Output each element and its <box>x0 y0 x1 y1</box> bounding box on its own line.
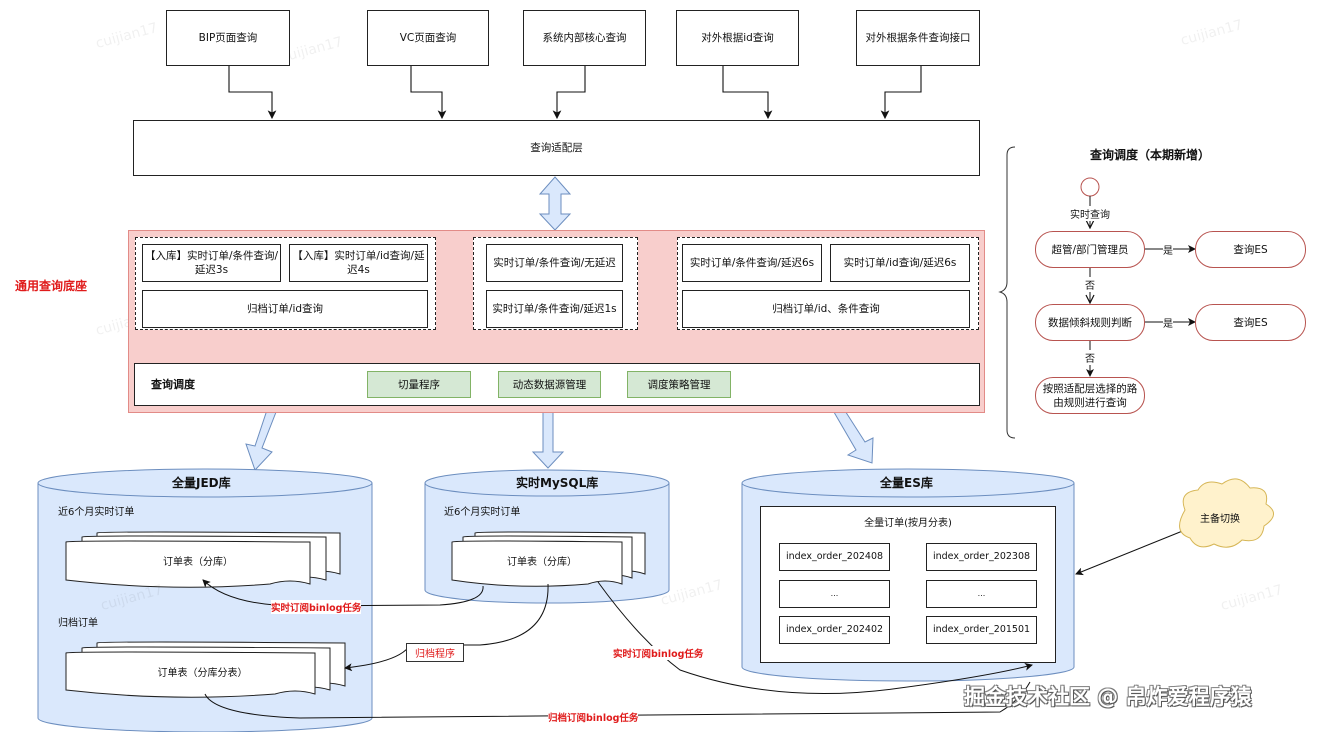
source-vc-query: VC页面查询 <box>367 10 489 66</box>
source-bip-query: BIP页面查询 <box>166 10 290 66</box>
node-realtime-delay-1s: 实时订单/条件查询/延迟1s <box>486 290 623 328</box>
block-arrow-mysql <box>531 406 565 469</box>
module-label: 切量程序 <box>398 378 440 391</box>
flow-title: 查询调度（本期新增） <box>1090 148 1211 162</box>
adapter-layer-label: 查询适配层 <box>530 142 583 154</box>
es-index: index_order_202402 <box>779 616 890 644</box>
source-label: 对外根据条件查询接口 <box>865 32 971 44</box>
source-label: VC页面查询 <box>399 32 457 44</box>
node-label: 【入库】实时订单/id查询/延迟4s <box>292 250 425 276</box>
flow-start-node <box>1080 177 1100 197</box>
jed-title: 全量JED库 <box>172 476 231 490</box>
mysql-section: 近6个月实时订单 <box>444 507 521 518</box>
es-index-label: ... <box>830 589 839 598</box>
es-index-label: index_order_202402 <box>785 624 884 635</box>
mysql-table: 订单表（分库） <box>507 557 577 568</box>
es-index: index_order_202408 <box>779 543 890 571</box>
arrow-bip <box>228 66 277 120</box>
flow-no-label: 否 <box>1085 350 1095 365</box>
arrow-cond <box>880 66 922 120</box>
node-realtime-no-delay: 实时订单/条件查询/无延迟 <box>486 244 623 282</box>
es-index: index_order_202308 <box>926 543 1037 571</box>
flow-result-es-1: 查询ES <box>1195 231 1306 268</box>
node-realtime-id-6s: 实时订单/id查询/延迟6s <box>830 244 970 282</box>
signature-watermark: 掘金技术社区 @ 帛炸爱程序猿 <box>964 685 1252 709</box>
edge-cloud-to-es <box>1075 529 1186 576</box>
edge-mysql-to-jed-archive <box>344 583 549 672</box>
block-arrow-jed <box>245 406 279 471</box>
es-index-label: index_order_202408 <box>785 551 884 562</box>
flow-no-label: 否 <box>1085 277 1095 292</box>
node-label: 归档订单/id查询 <box>246 303 324 315</box>
node-realtime-condition-6s: 实时订单/条件查询/延迟6s <box>682 244 822 282</box>
jed-section-archive: 归档订单 <box>58 618 98 629</box>
es-index: ... <box>926 580 1037 608</box>
jed-table-archive: 订单表（分库分表） <box>157 668 248 679</box>
cloud-failover-label: 主备切换 <box>1200 514 1240 525</box>
jed-table-realtime: 订单表（分库） <box>163 557 233 568</box>
edge-jed-archive-to-es <box>204 681 1031 719</box>
flow-edge-realtime: 实时查询 <box>1069 206 1111 221</box>
edge-label-realtime-binlog-es: 实时订阅binlog任务 <box>613 646 704 660</box>
node-label: 【入库】实时订单/条件查询/延迟3s <box>144 250 279 276</box>
arrow-id <box>722 66 773 120</box>
edge-label-archive-program: 归档程序 <box>406 643 464 662</box>
doc-stack-jed-archive <box>65 641 346 698</box>
arrow-vc <box>410 66 447 120</box>
module-dynamic-datasource: 动态数据源管理 <box>498 371 601 398</box>
arrow-core <box>552 66 586 120</box>
edge-label-archive-binlog: 归档订阅binlog任务 <box>548 710 639 724</box>
doc-stack-mysql <box>451 531 646 587</box>
mysql-title: 实时MySQL库 <box>516 476 599 490</box>
flow-result-es-2: 查询ES <box>1195 304 1306 341</box>
es-index: index_order_201501 <box>926 616 1037 644</box>
module-label: 调度策略管理 <box>647 378 711 391</box>
node-archive-id: 归档订单/id查询 <box>142 290 428 328</box>
module-traffic-switch: 切量程序 <box>367 371 471 398</box>
source-core-query: 系统内部核心查询 <box>523 10 646 66</box>
node-label: 实时订单/条件查询/延迟1s <box>492 303 617 315</box>
edge-label-realtime-binlog-jed: 实时订阅binlog任务 <box>271 600 362 614</box>
source-arrows <box>228 66 922 120</box>
decision-label: 数据倾斜规则判断 <box>1048 316 1132 329</box>
doc-stack-jed-realtime <box>65 531 341 588</box>
module-scheduling-strategy: 调度策略管理 <box>627 371 731 398</box>
flow-decision-skew: 数据倾斜规则判断 <box>1035 304 1145 341</box>
source-label: 对外根据id查询 <box>701 32 774 44</box>
cloud-shape <box>1179 478 1274 548</box>
source-id-query: 对外根据id查询 <box>676 10 799 66</box>
node-label: 实时订单/id查询/延迟6s <box>843 257 957 269</box>
adapter-layer: 查询适配层 <box>133 120 980 176</box>
double-arrow <box>538 176 572 231</box>
es-index-label: index_order_201501 <box>932 624 1031 635</box>
node-archive-id-condition: 归档订单/id、条件查询 <box>682 290 970 328</box>
flow-yes-label: 是 <box>1163 315 1173 330</box>
base-side-label: 通用查询底座 <box>15 279 88 293</box>
fallback-label: 按照适配层选择的路由规则进行查询 <box>1042 382 1138 409</box>
node-label: 实时订单/条件查询/无延迟 <box>493 257 616 269</box>
es-inner-title: 全量订单(按月分表) <box>864 518 952 529</box>
flow-fallback-routing: 按照适配层选择的路由规则进行查询 <box>1035 377 1145 414</box>
source-label: BIP页面查询 <box>198 32 258 44</box>
module-label: 动态数据源管理 <box>512 378 587 391</box>
source-label: 系统内部核心查询 <box>542 32 627 44</box>
node-label: 实时订单/条件查询/延迟6s <box>689 257 815 269</box>
result-label: 查询ES <box>1233 316 1268 329</box>
source-condition-api: 对外根据条件查询接口 <box>856 10 980 66</box>
result-label: 查询ES <box>1233 243 1268 256</box>
es-index-label: ... <box>977 589 986 598</box>
node-ingest-realtime-condition: 【入库】实时订单/条件查询/延迟3s <box>142 244 281 282</box>
es-index: ... <box>779 580 890 608</box>
node-ingest-realtime-id: 【入库】实时订单/id查询/延迟4s <box>289 244 428 282</box>
brace <box>998 146 1016 439</box>
jed-section-realtime: 近6个月实时订单 <box>58 507 135 518</box>
flow-yes-label: 是 <box>1163 242 1173 257</box>
es-title: 全量ES库 <box>880 476 933 490</box>
flow-decision-admin: 超管/部门管理员 <box>1035 231 1145 268</box>
edge-mysql-to-es <box>597 581 1033 695</box>
decision-label: 超管/部门管理员 <box>1051 243 1129 256</box>
es-index-label: index_order_202308 <box>932 551 1031 562</box>
scheduler-label: 查询调度 <box>151 377 195 391</box>
node-label: 归档订单/id、条件查询 <box>772 303 880 315</box>
